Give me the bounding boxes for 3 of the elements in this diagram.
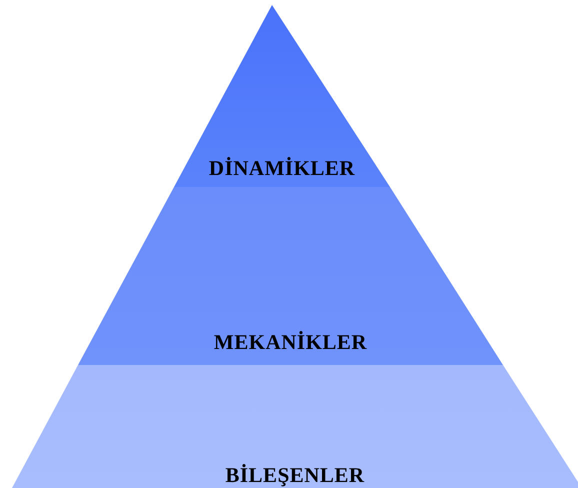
band-label: DİNAMİKLER [208, 158, 356, 179]
band-label: BİLEŞENLER [225, 465, 365, 486]
band-label: MEKANİKLER [214, 332, 368, 353]
